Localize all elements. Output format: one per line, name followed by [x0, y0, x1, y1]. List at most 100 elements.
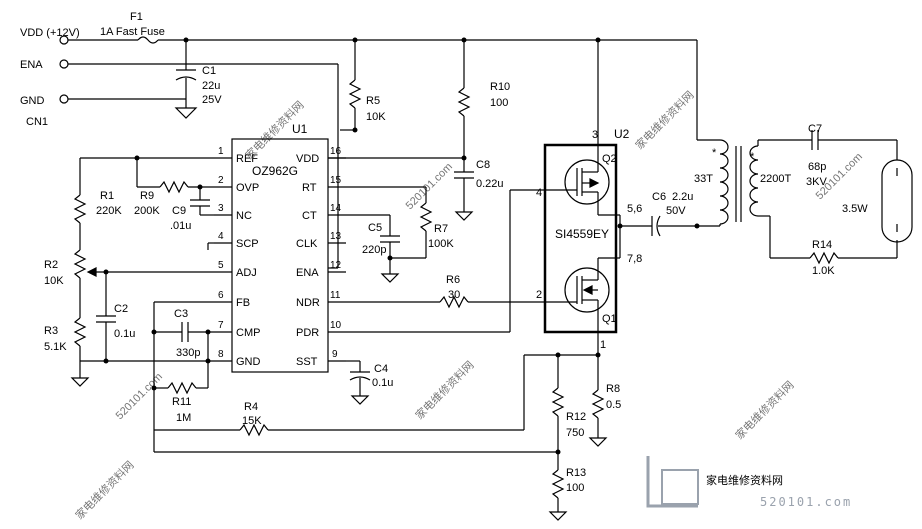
u1-pin-num: 13 — [330, 231, 342, 242]
r9-value-label: 200K — [134, 205, 160, 217]
r12-value-label: 750 — [566, 427, 584, 439]
labels: VDD (+12V) ENA GND CN1 F1 1A Fast Fuse C… — [20, 11, 868, 494]
r3-value-label: 5.1K — [44, 341, 67, 353]
u1-pin-name: NC — [236, 210, 252, 222]
r7-ref-label: R7 — [434, 223, 448, 235]
u1-pin-num: 11 — [330, 290, 341, 301]
u1-pin-name: SCP — [236, 238, 259, 250]
u1-pin-num: 14 — [330, 203, 342, 214]
c2-value-label: 0.1u — [114, 328, 135, 340]
c8-value-label: 0.22u — [476, 178, 504, 190]
r10-value-label: 100 — [490, 97, 508, 109]
u1-pin-num: 15 — [330, 175, 342, 186]
r1-ref-label: R1 — [100, 190, 114, 202]
u1-pin-name: RT — [302, 182, 317, 194]
r11-value-label: 1M — [176, 412, 191, 424]
r2-value-label: 10K — [44, 275, 64, 287]
transformer-dot: * — [712, 147, 717, 159]
u1-part-label: OZ962G — [252, 164, 298, 178]
u1-pin-num: 4 — [218, 231, 224, 242]
junction-dots — [103, 37, 700, 455]
u2-pin-label: 5,6 — [627, 203, 642, 215]
connector-ena-label: ENA — [20, 59, 43, 71]
u1-pin-num: 8 — [218, 349, 224, 360]
u1-pin-num: 9 — [332, 349, 338, 360]
c4-value-label: 0.1u — [372, 377, 393, 389]
r14-ref-label: R14 — [812, 239, 832, 251]
u1-pin-name: CLK — [296, 238, 318, 250]
u2-part-label: SI4559EY — [555, 227, 609, 241]
u1-pin-name: NDR — [296, 297, 320, 309]
u1-pin-num: 16 — [330, 146, 342, 157]
u2-pin-label: 3 — [592, 129, 598, 141]
u1-pin-num: 2 — [218, 175, 224, 186]
transformer-dot: * — [750, 151, 755, 163]
c6-voltage-label: 50V — [666, 205, 686, 217]
u1-pin-name: CT — [302, 210, 317, 222]
watermark-logo: 家电维修资料网 520101.com — [646, 456, 852, 509]
c9-ref-label: C9 — [172, 205, 186, 217]
u2-ref-label: U2 — [614, 127, 630, 141]
c1-voltage-label: 25V — [202, 94, 222, 106]
r5-ref-label: R5 — [366, 95, 380, 107]
watermark-text: 520101.com — [114, 371, 165, 422]
transformer-secondary-label: 2200T — [760, 173, 791, 185]
u1-pin-num: 7 — [218, 320, 224, 331]
r14-value-label: 1.0K — [812, 265, 835, 277]
logo-text: 家电维修资料网 — [706, 473, 783, 487]
c2-ref-label: C2 — [114, 303, 128, 315]
u1-pin-name: VDD — [296, 153, 319, 165]
r8-ref-label: R8 — [606, 383, 620, 395]
watermark-layer: 家电维修资料网 520101.com 家电维修资料网 520101.com 家电… — [72, 88, 865, 522]
c6-value-label: 2.2u — [672, 191, 693, 203]
wires — [59, 35, 913, 521]
u2-pin-label: 4 — [536, 187, 542, 199]
c7-ref-label: C7 — [808, 123, 822, 135]
connector-gnd-label: GND — [20, 95, 45, 107]
u1-pin-num: 5 — [218, 260, 224, 271]
u1-pin-name: CMP — [236, 327, 260, 339]
u2-pin-label: 2 — [536, 289, 542, 301]
c8-ref-label: C8 — [476, 159, 490, 171]
u1-ref-label: U1 — [292, 122, 308, 136]
u1-pin-name: ADJ — [236, 267, 257, 279]
u1-pin-num: 3 — [218, 203, 224, 214]
c1-value-label: 22u — [202, 80, 220, 92]
r2-ref-label: R2 — [44, 259, 58, 271]
r4-value-label: 15K — [242, 415, 262, 427]
r10-ref-label: R10 — [490, 81, 510, 93]
c7-voltage-label: 3KV — [806, 176, 827, 188]
u1-pin-name: GND — [236, 356, 261, 368]
r6-ref-label: R6 — [446, 274, 460, 286]
watermark-text: 家电维修资料网 — [732, 378, 796, 442]
u1-pin-name: ENA — [296, 267, 319, 279]
r13-value-label: 100 — [566, 482, 584, 494]
q2-label: Q2 — [602, 153, 617, 165]
u1-pin-name: REF — [236, 153, 258, 165]
q1-label: Q1 — [602, 313, 617, 325]
u1-pin-num: 1 — [218, 146, 224, 157]
u1-pin-num: 12 — [330, 260, 342, 271]
u1-pin-num: 6 — [218, 290, 224, 301]
connector-ref-label: CN1 — [26, 116, 48, 128]
c3-value-label: 330p — [176, 347, 200, 359]
c3-ref-label: C3 — [174, 308, 188, 320]
r5-value-label: 10K — [366, 111, 386, 123]
watermark-text: 家电维修资料网 — [72, 458, 136, 522]
u2-pin-label: 1 — [600, 339, 606, 351]
u2-pin-label: 7,8 — [627, 253, 642, 265]
fuse-ref-label: F1 — [130, 11, 143, 23]
u1-pin-name: PDR — [296, 327, 319, 339]
c6-ref-label: C6 — [652, 191, 666, 203]
logo-url: 520101.com — [760, 495, 852, 509]
c5-ref-label: C5 — [368, 222, 382, 234]
lamp-label: 3.5W — [842, 203, 868, 215]
r4-ref-label: R4 — [244, 401, 258, 413]
c5-value-label: 220p — [362, 244, 386, 256]
transformer-primary-label: 33T — [694, 173, 713, 185]
u1-pin-name: SST — [296, 356, 318, 368]
watermark-text: 家电维修资料网 — [412, 358, 476, 422]
c1-ref-label: C1 — [202, 65, 216, 77]
r9-ref-label: R9 — [140, 190, 154, 202]
